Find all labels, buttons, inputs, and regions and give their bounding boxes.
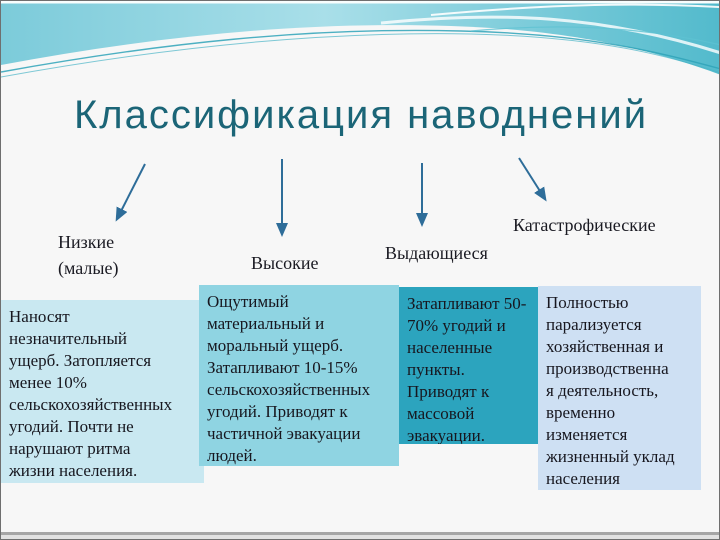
category-label-high: Высокие	[251, 253, 319, 273]
decorative-wave	[1, 1, 719, 81]
info-box-catastrophic: Полностью парализуется хозяйственная и п…	[538, 286, 701, 490]
info-box-low: Наносят незначительный ущерб. Затопляетс…	[1, 300, 204, 483]
wave-graphic	[1, 1, 719, 81]
arrow-catastrophic-icon	[518, 157, 547, 202]
arrow-low-icon	[115, 163, 146, 222]
info-box-high: Ощутимый материальный и моральный ущерб.…	[199, 285, 399, 466]
info-box-outstanding: Затапливают 50- 70% угодий и населенные …	[399, 287, 538, 444]
category-label-outstanding: Выдающиеся	[385, 243, 488, 263]
slide-bottom-edge	[1, 532, 719, 535]
page-title: Классификация наводнений	[73, 93, 649, 137]
category-label-low: Низкие (малые)	[58, 232, 119, 278]
category-label-catastrophic: Катастрофические	[513, 215, 656, 235]
slide-bottom-shadow	[1, 535, 719, 539]
